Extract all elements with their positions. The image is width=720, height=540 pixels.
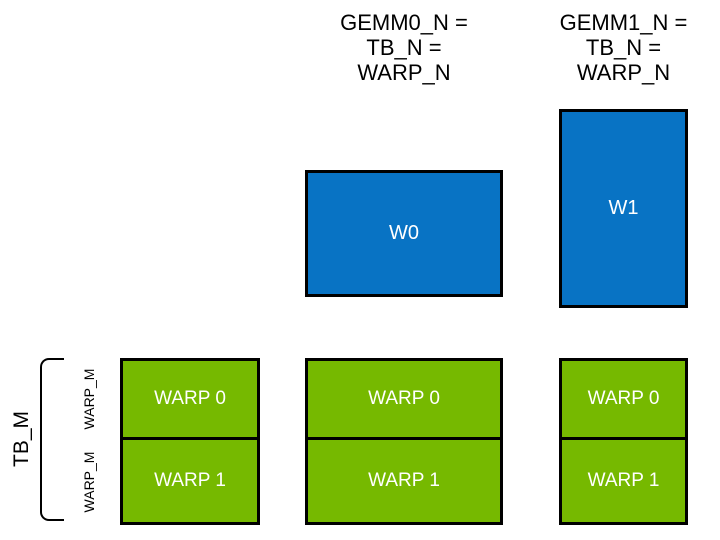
w1-accumulator-tile: W1 bbox=[559, 109, 688, 308]
w0-tile-label: W0 bbox=[389, 222, 419, 244]
gemm0-header-label: GEMM0_N = TB_N = WARP_N bbox=[304, 10, 504, 85]
warp-box-label: WARP 1 bbox=[368, 470, 440, 491]
warp-column1-warp0-box: WARP 0 bbox=[120, 358, 260, 440]
warp-column2-warp0-box: WARP 0 bbox=[305, 358, 503, 440]
warp-m-label-bottom: WARP_M bbox=[81, 451, 97, 513]
warp-box-label: WARP 1 bbox=[587, 470, 660, 491]
header-line: WARP_N bbox=[357, 60, 451, 85]
warp-column2-warp1-box: WARP 1 bbox=[305, 437, 503, 525]
header-line: WARP_N bbox=[576, 60, 671, 85]
warp-box-label: WARP 0 bbox=[154, 388, 226, 409]
tb-m-label: TB_M bbox=[10, 410, 33, 468]
warp-box-label: WARP 0 bbox=[368, 388, 440, 409]
header-line: GEMM1_N = bbox=[559, 10, 688, 35]
w0-accumulator-tile: W0 bbox=[305, 170, 503, 297]
warp-box-label: WARP 1 bbox=[154, 470, 226, 491]
gemm1-header-label: GEMM1_N = TB_N = WARP_N bbox=[543, 10, 704, 85]
header-line: TB_N = bbox=[366, 35, 442, 60]
warp-column3-warp1-box: WARP 1 bbox=[559, 437, 688, 525]
header-line: GEMM0_N = bbox=[340, 10, 468, 35]
w1-tile-label: W1 bbox=[608, 197, 639, 219]
tb-m-bracket bbox=[40, 358, 64, 521]
warp-column3-warp0-box: WARP 0 bbox=[559, 358, 688, 440]
warp-m-label-top: WARP_M bbox=[81, 368, 97, 430]
warp-box-label: WARP 0 bbox=[587, 388, 660, 409]
header-line: TB_N = bbox=[585, 35, 662, 60]
warp-column1-warp1-box: WARP 1 bbox=[120, 437, 260, 525]
